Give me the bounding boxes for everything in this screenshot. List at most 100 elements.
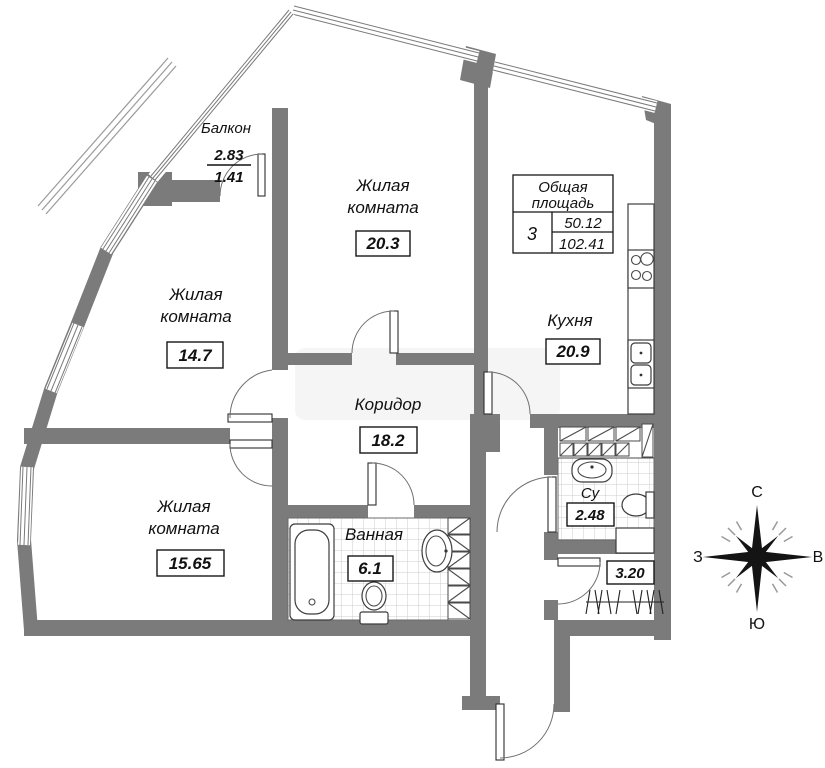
area-table-border [512, 174, 614, 254]
sink-drain [639, 351, 643, 355]
area-table: Общая площадь 3 50.12 102.41 [512, 174, 614, 254]
top-window-band-2 [492, 60, 658, 113]
kitchen-fixtures [627, 203, 655, 415]
living-top-area-box [355, 230, 411, 257]
doors [219, 153, 601, 761]
wc-fixtures [571, 458, 655, 519]
wall-living-bottom-right [272, 418, 288, 620]
bathroom-label: Ванная [345, 525, 403, 544]
wall-bathroom-top-a [288, 505, 368, 518]
interior-walls [24, 58, 655, 712]
bathtub-drain [308, 598, 316, 606]
left-facade-wall [16, 174, 159, 631]
wc-area: 2.48 [574, 507, 605, 524]
corridor-label: Коридор [355, 395, 422, 414]
corridor-area-box [359, 426, 418, 454]
bathroom-sink-tap [444, 549, 448, 553]
living-top-area: 20.3 [365, 234, 400, 253]
neighbor-balcony-railing [37, 57, 177, 215]
hall-area: 3.20 [615, 565, 645, 582]
kitchen-area: 20.9 [555, 342, 590, 361]
balcony-bottom-wall [140, 180, 220, 202]
wc-sink-tap [590, 465, 594, 469]
right-wall [654, 104, 671, 640]
room-living-bottom: Жилая комната 15.65 [148, 497, 225, 577]
wall-hall-left-bottom [544, 600, 558, 620]
compass-east-label: В [813, 549, 824, 566]
bottom-wall-left [24, 620, 470, 636]
room-wc: Су 2.48 [566, 485, 615, 527]
balcony-glazing [148, 8, 296, 182]
table-value-bottom: 102.41 [559, 236, 605, 253]
hall-area-box [606, 560, 655, 585]
wall-living-left-bottom [24, 428, 230, 444]
wall-hall-left-top [544, 554, 558, 560]
left-window-band-2 [45, 322, 84, 394]
living-bottom-label-1: Жилая [156, 497, 210, 516]
kitchen-area-box [545, 338, 601, 365]
wall-corridor-top-a [288, 353, 352, 365]
table-header-1: Общая [538, 179, 587, 196]
top-window-band-1 [291, 4, 480, 63]
bottom-wall-right [554, 620, 655, 636]
bathroom-toilet-tank [359, 611, 389, 625]
bathtub-inner [294, 529, 330, 615]
compass-main-needles [703, 505, 812, 612]
stove-burner [640, 252, 654, 266]
corridor-pillar [470, 414, 500, 452]
table-flat-number: 3 [527, 224, 537, 244]
bathroom-area: 6.1 [358, 559, 382, 578]
vent-shafts-wc [558, 423, 654, 459]
stove [627, 249, 655, 289]
vent-shafts-bathroom [447, 517, 471, 620]
wall-bathroom-top-b [414, 505, 472, 518]
living-top-label-2: комната [347, 198, 418, 217]
room-living-left: Жилая комната 14.7 [160, 285, 232, 369]
bathroom-fixtures [289, 523, 453, 625]
watermark [295, 348, 560, 420]
balcony-door [219, 153, 266, 197]
room-corridor: Коридор 18.2 [355, 395, 422, 454]
room-hall: 3.20 [606, 560, 655, 585]
living-bottom-area-box [156, 549, 225, 577]
compass-west-label: З [693, 549, 703, 566]
vestibule-right-wall [554, 620, 570, 712]
kitchen-door [483, 371, 531, 415]
balcony-area-lower: 1.41 [214, 169, 243, 186]
wall-corridor-top-b [396, 353, 480, 365]
compass-rose-icon: С В Ю З [693, 484, 823, 633]
living-bottom-label-2: комната [148, 519, 219, 538]
left-window-band-1 [18, 466, 33, 546]
corridor-area: 18.2 [371, 431, 405, 450]
wc-door [496, 476, 557, 533]
windows [18, 4, 658, 546]
hall-cabinet [615, 527, 655, 554]
vestibule-bottom-stub [462, 696, 500, 710]
table-value-top: 50.12 [564, 215, 602, 232]
living-bottom-door [229, 439, 273, 487]
bathroom-toilet-seat [365, 585, 383, 607]
wc-sink-basin [577, 461, 607, 479]
wall-entry-strip-left [470, 452, 486, 696]
balcony-label: Балкон [201, 120, 251, 137]
stove-burner [641, 270, 653, 282]
living-left-door [227, 369, 273, 423]
wall-kitchen-left [474, 58, 488, 414]
hall-furniture [585, 527, 664, 615]
living-top-label-1: Жилая [355, 176, 409, 195]
wall-wc-left-top [544, 428, 558, 475]
wall-living-top-left [272, 108, 288, 370]
living-left-area-box [166, 341, 224, 369]
room-kitchen: Кухня 20.9 [545, 311, 601, 365]
stove-burner [630, 269, 642, 281]
living-bottom-area: 15.65 [169, 554, 212, 573]
wall-kitchen-bottom [530, 414, 655, 428]
compass-south-label: Ю [749, 616, 765, 633]
living-left-label-2: комната [160, 307, 231, 326]
doormat [585, 589, 664, 615]
balcony-area-upper: 2.83 [213, 147, 244, 164]
kitchen-label: Кухня [547, 311, 592, 330]
living-top-door [351, 310, 399, 354]
